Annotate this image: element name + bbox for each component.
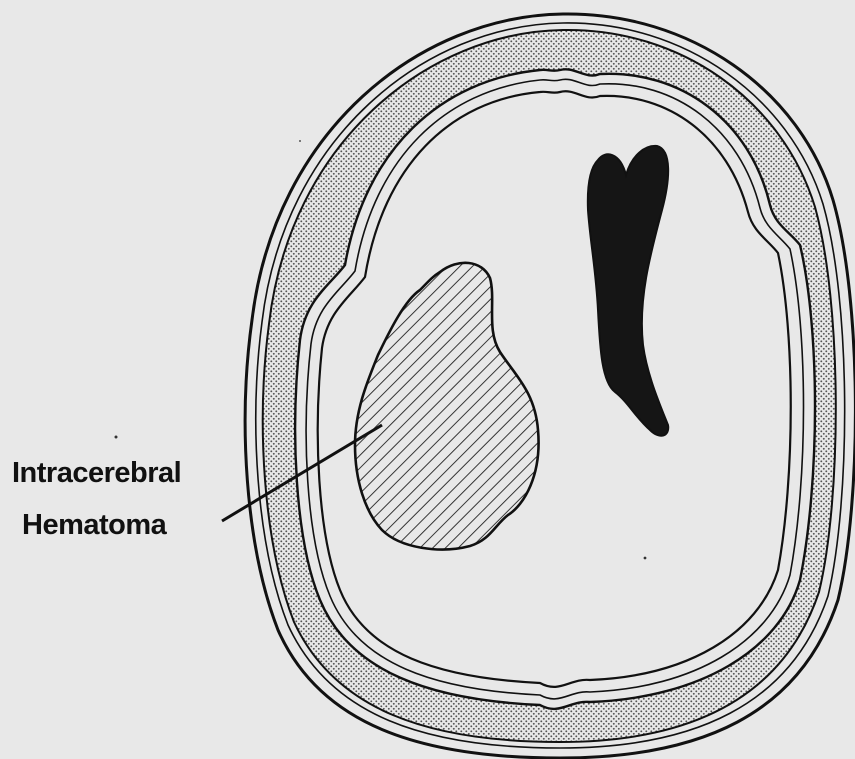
hematoma-label-line-1: Intracerebral bbox=[12, 459, 181, 488]
speck-dot bbox=[644, 557, 647, 560]
speck-dot bbox=[115, 436, 118, 439]
hematoma-label-line-2: Hematoma bbox=[22, 511, 166, 540]
speck-dot bbox=[299, 140, 301, 142]
